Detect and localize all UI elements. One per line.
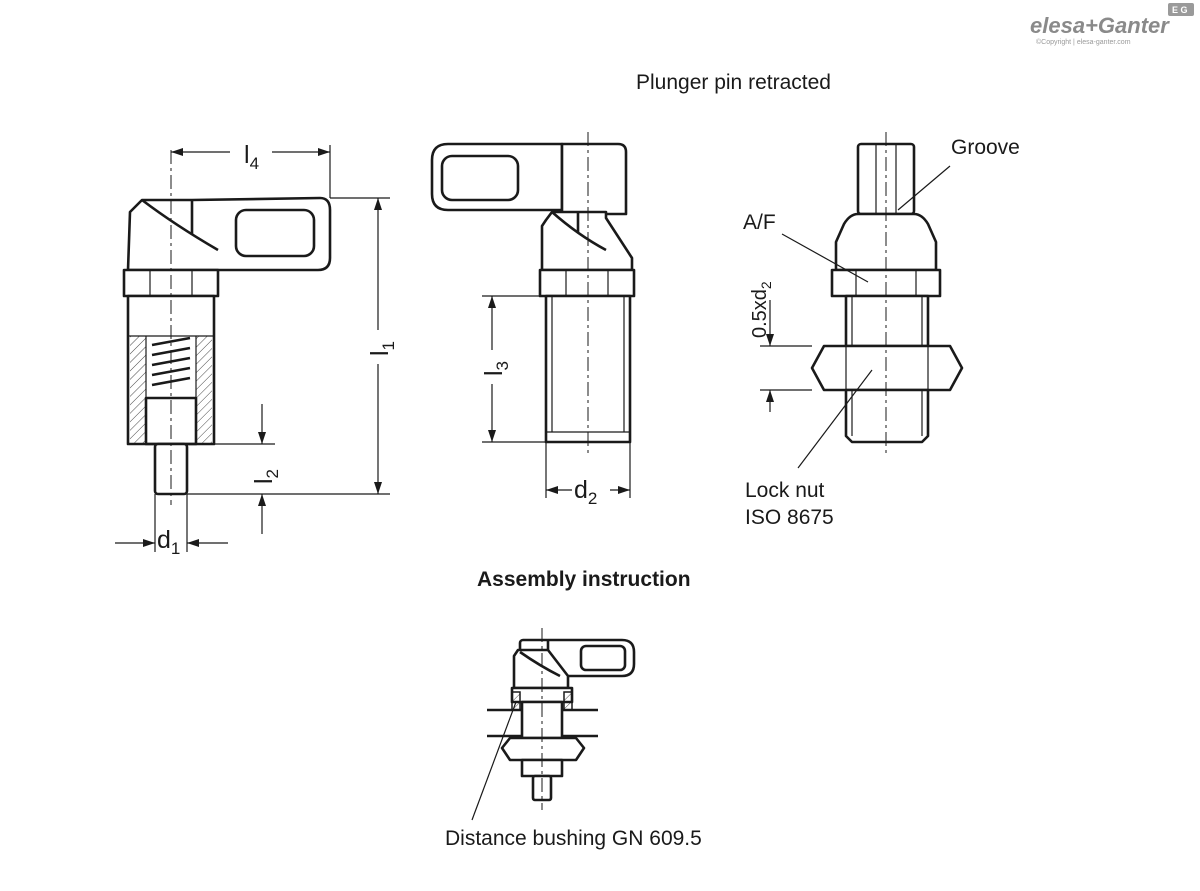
retracted-view: l3 d2 xyxy=(430,132,636,508)
groove-leader xyxy=(897,165,951,211)
assembly-instruction-title: Assembly instruction xyxy=(477,568,691,591)
brand-logo-text: elesa+Ganter xyxy=(1030,13,1170,38)
assembly-lock-nut xyxy=(500,736,586,762)
dim-l3-label: l3 xyxy=(480,361,512,376)
retracted-lever-window xyxy=(440,154,520,202)
retracted-hex-collar xyxy=(538,268,636,298)
brand-badge xyxy=(1168,3,1194,16)
distance-bushing-right xyxy=(563,691,573,711)
section-hatch-left xyxy=(130,336,146,444)
distance-bushing-left xyxy=(511,691,521,711)
groove-label: Groove xyxy=(951,136,1020,159)
section-head xyxy=(126,196,332,272)
dim-d2-label: d2 xyxy=(574,476,597,508)
section-hatch-right xyxy=(196,336,212,444)
distance-bushing-label: Distance bushing GN 609.5 xyxy=(445,827,702,850)
side-lower-thread xyxy=(844,388,930,444)
dim-d1-label: d1 xyxy=(157,526,180,558)
plunger-retracted-title: Plunger pin retracted xyxy=(636,71,831,94)
side-upper-thread xyxy=(844,294,930,348)
assembly-lever xyxy=(546,638,636,678)
lock-nut-standard-label: ISO 8675 xyxy=(745,506,834,529)
side-view: 0.5xd2 Groove A/F Lock nut ISO 8675 xyxy=(743,132,1020,529)
brand-badge-text: E G xyxy=(1172,5,1188,15)
dim-l2-label: l2 xyxy=(250,469,282,484)
assembly-view: Distance bushing GN 609.5 xyxy=(445,628,702,850)
lock-nut xyxy=(810,344,964,392)
lock-nut-label: Lock nut xyxy=(745,479,825,502)
distance-bushing-leader xyxy=(471,701,517,821)
af-leader xyxy=(781,233,869,283)
retracted-cap xyxy=(560,142,628,216)
section-lever-window xyxy=(234,208,316,258)
dim-l4-label: l4 xyxy=(244,141,259,173)
retracted-cam xyxy=(540,210,634,272)
lock-nut-leader xyxy=(797,369,873,469)
section-view: l4 l1 l2 d1 xyxy=(115,138,398,558)
dim-half-d2-label: 0.5xd2 xyxy=(749,281,774,338)
dim-l1-label: l1 xyxy=(366,341,398,356)
brand-copyright: ©Copyright | elesa-ganter.com xyxy=(1036,38,1131,46)
af-label: A/F xyxy=(743,211,776,234)
brand-logo: elesa+Ganter ©Copyright | elesa-ganter.c… xyxy=(1030,3,1194,46)
